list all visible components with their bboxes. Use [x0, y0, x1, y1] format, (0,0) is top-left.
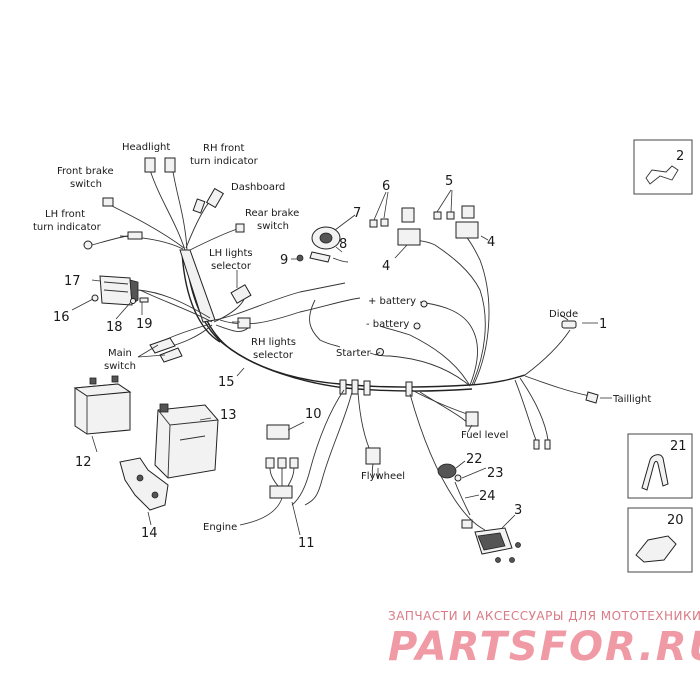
label-lh-lights-2: selector — [211, 261, 252, 272]
part-number-7: 7 — [353, 206, 361, 221]
lh-lights-selector — [230, 284, 252, 304]
part-number-13: 13 — [220, 408, 237, 423]
part-number-4a: 4 — [382, 259, 390, 274]
label-starter: Starter — [336, 348, 372, 359]
label-lh-lights-1: LH lights — [209, 248, 253, 259]
headlight-connector — [144, 157, 176, 173]
part-number-12: 12 — [75, 455, 92, 470]
diode-component — [561, 320, 577, 329]
part-number-19: 19 — [136, 317, 153, 332]
regulator-3 — [461, 519, 521, 563]
part-number-20: 20 — [667, 513, 684, 528]
battery-box-13 — [154, 403, 219, 479]
part-number-21: 21 — [670, 439, 687, 454]
part-number-9: 9 — [280, 253, 288, 268]
label-main-switch-2: switch — [104, 361, 136, 372]
label-diode: Diode — [549, 309, 578, 320]
part-number-5: 5 — [445, 174, 453, 189]
part-numbers: 1 2 3 4 4 5 6 7 8 9 10 11 12 13 14 15 16… — [53, 149, 687, 551]
part-number-6: 6 — [382, 179, 390, 194]
label-fuel-level: Fuel level — [461, 430, 508, 441]
rear-brake-connector — [235, 223, 245, 233]
part-number-22: 22 — [466, 452, 483, 467]
label-flywheel: Flywheel — [361, 471, 405, 482]
relay-right — [433, 205, 479, 239]
label-rh-front-turn-2: turn indicator — [190, 156, 259, 167]
part-number-16: 16 — [53, 310, 70, 325]
part-16-nut — [91, 294, 99, 302]
part-number-18: 18 — [106, 320, 123, 335]
label-lh-front-turn-2: turn indicator — [33, 222, 102, 233]
part-number-1: 1 — [599, 317, 607, 332]
part-18-washer — [130, 298, 136, 304]
label-dashboard: Dashboard — [231, 182, 285, 193]
part-number-15: 15 — [218, 375, 235, 390]
label-plus-battery: + battery — [368, 296, 416, 307]
part-number-11: 11 — [298, 536, 315, 551]
rh-lights-selector — [237, 317, 251, 329]
battery-12 — [73, 375, 132, 435]
part-number-17: 17 — [64, 274, 81, 289]
label-rh-lights-1: RH lights — [251, 337, 296, 348]
label-headlight: Headlight — [122, 142, 170, 153]
label-minus-battery: - battery — [366, 319, 409, 330]
horn-bracket — [296, 251, 349, 263]
label-taillight: Taillight — [612, 394, 651, 405]
minus-battery-terminal — [413, 322, 421, 330]
lh-turn-connector — [83, 231, 143, 250]
label-lh-front-turn-1: LH front — [45, 209, 85, 220]
dashboard-connector — [192, 187, 225, 214]
label-front-brake-2: switch — [70, 179, 102, 190]
lower-branches — [291, 389, 486, 531]
label-engine: Engine — [203, 522, 237, 533]
flywheel-connector — [365, 447, 381, 479]
component-17-module — [99, 275, 211, 319]
inset-box-20 — [627, 507, 693, 573]
plus-battery-terminal — [420, 300, 428, 308]
relay-10 — [266, 424, 290, 440]
part-number-24: 24 — [479, 489, 496, 504]
part-19-screw — [139, 297, 149, 303]
main-switch-connectors — [149, 337, 183, 363]
label-main-switch-1: Main — [108, 348, 132, 359]
engine-connector-11 — [265, 457, 299, 499]
taillight-connector — [585, 391, 599, 404]
label-rear-brake-1: Rear brake — [245, 208, 299, 219]
label-front-brake-1: Front brake — [57, 166, 114, 177]
rear-bullet-a — [533, 439, 540, 450]
horn — [311, 226, 341, 250]
rear-bullet-b — [544, 439, 551, 450]
inset-box-2 — [633, 139, 693, 195]
bracket-14 — [119, 457, 169, 511]
label-rh-front-turn-1: RH front — [203, 143, 245, 154]
fuel-level-connector — [465, 411, 479, 427]
watermark-tagline: ЗАПЧАСТИ И АКСЕССУАРЫ ДЛЯ МОТОТЕХНИКИ — [388, 609, 700, 623]
part-number-14: 14 — [141, 526, 158, 541]
leader-lines — [71, 189, 612, 536]
part-number-2: 2 — [676, 149, 684, 164]
inset-box-21 — [627, 433, 693, 499]
relay-left — [369, 207, 421, 246]
part-number-8: 8 — [339, 237, 347, 252]
label-rear-brake-2: switch — [257, 221, 289, 232]
front-brake-switch-connector — [102, 197, 114, 207]
parts-22-23-24 — [437, 463, 471, 516]
part-number-10: 10 — [305, 407, 322, 422]
part-number-3: 3 — [514, 503, 522, 518]
watermark-brand: PARTSFOR.RU — [388, 624, 700, 670]
part-number-4b: 4 — [487, 235, 495, 250]
watermark: ЗАПЧАСТИ И АКСЕССУАРЫ ДЛЯ МОТОТЕХНИКИ PA… — [388, 609, 700, 670]
rear-branches — [369, 231, 591, 441]
part-number-23: 23 — [487, 466, 504, 481]
label-rh-lights-2: selector — [253, 350, 294, 361]
component-labels: Headlight RH front turn indicator Front … — [33, 142, 651, 533]
